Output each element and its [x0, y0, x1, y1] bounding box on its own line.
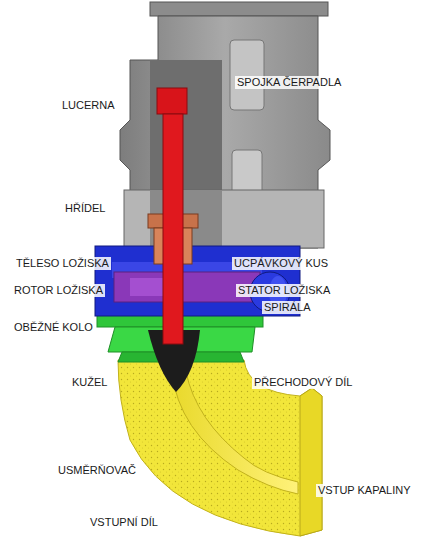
- part-label: TĚLESO LOŽISKA: [14, 257, 111, 270]
- part-label: STATOR LOŽISKA: [236, 284, 332, 297]
- shaft: [157, 88, 187, 344]
- part-label: SPIRÁLA: [262, 301, 312, 314]
- part-label: KUŽEL: [70, 376, 109, 389]
- part-label: USMĚRŇOVAČ: [56, 464, 138, 477]
- part-label: UCPÁVKOVÝ KUS: [232, 257, 330, 270]
- part-label: SPOJKA ČERPADLA: [235, 76, 343, 89]
- part-label: PŘECHODOVÝ DÍL: [252, 376, 354, 389]
- part-label: VSTUPNÍ DÍL: [88, 516, 160, 529]
- part-label: LUCERNA: [60, 99, 117, 112]
- part-label: ROTOR LOŽISKA: [12, 284, 105, 297]
- lantern: [120, 2, 330, 248]
- part-label: VSTUP KAPALINY: [316, 484, 413, 497]
- part-label: HŘÍDEL: [63, 202, 107, 215]
- part-label: OBĚŽNÉ KOLO: [12, 321, 95, 334]
